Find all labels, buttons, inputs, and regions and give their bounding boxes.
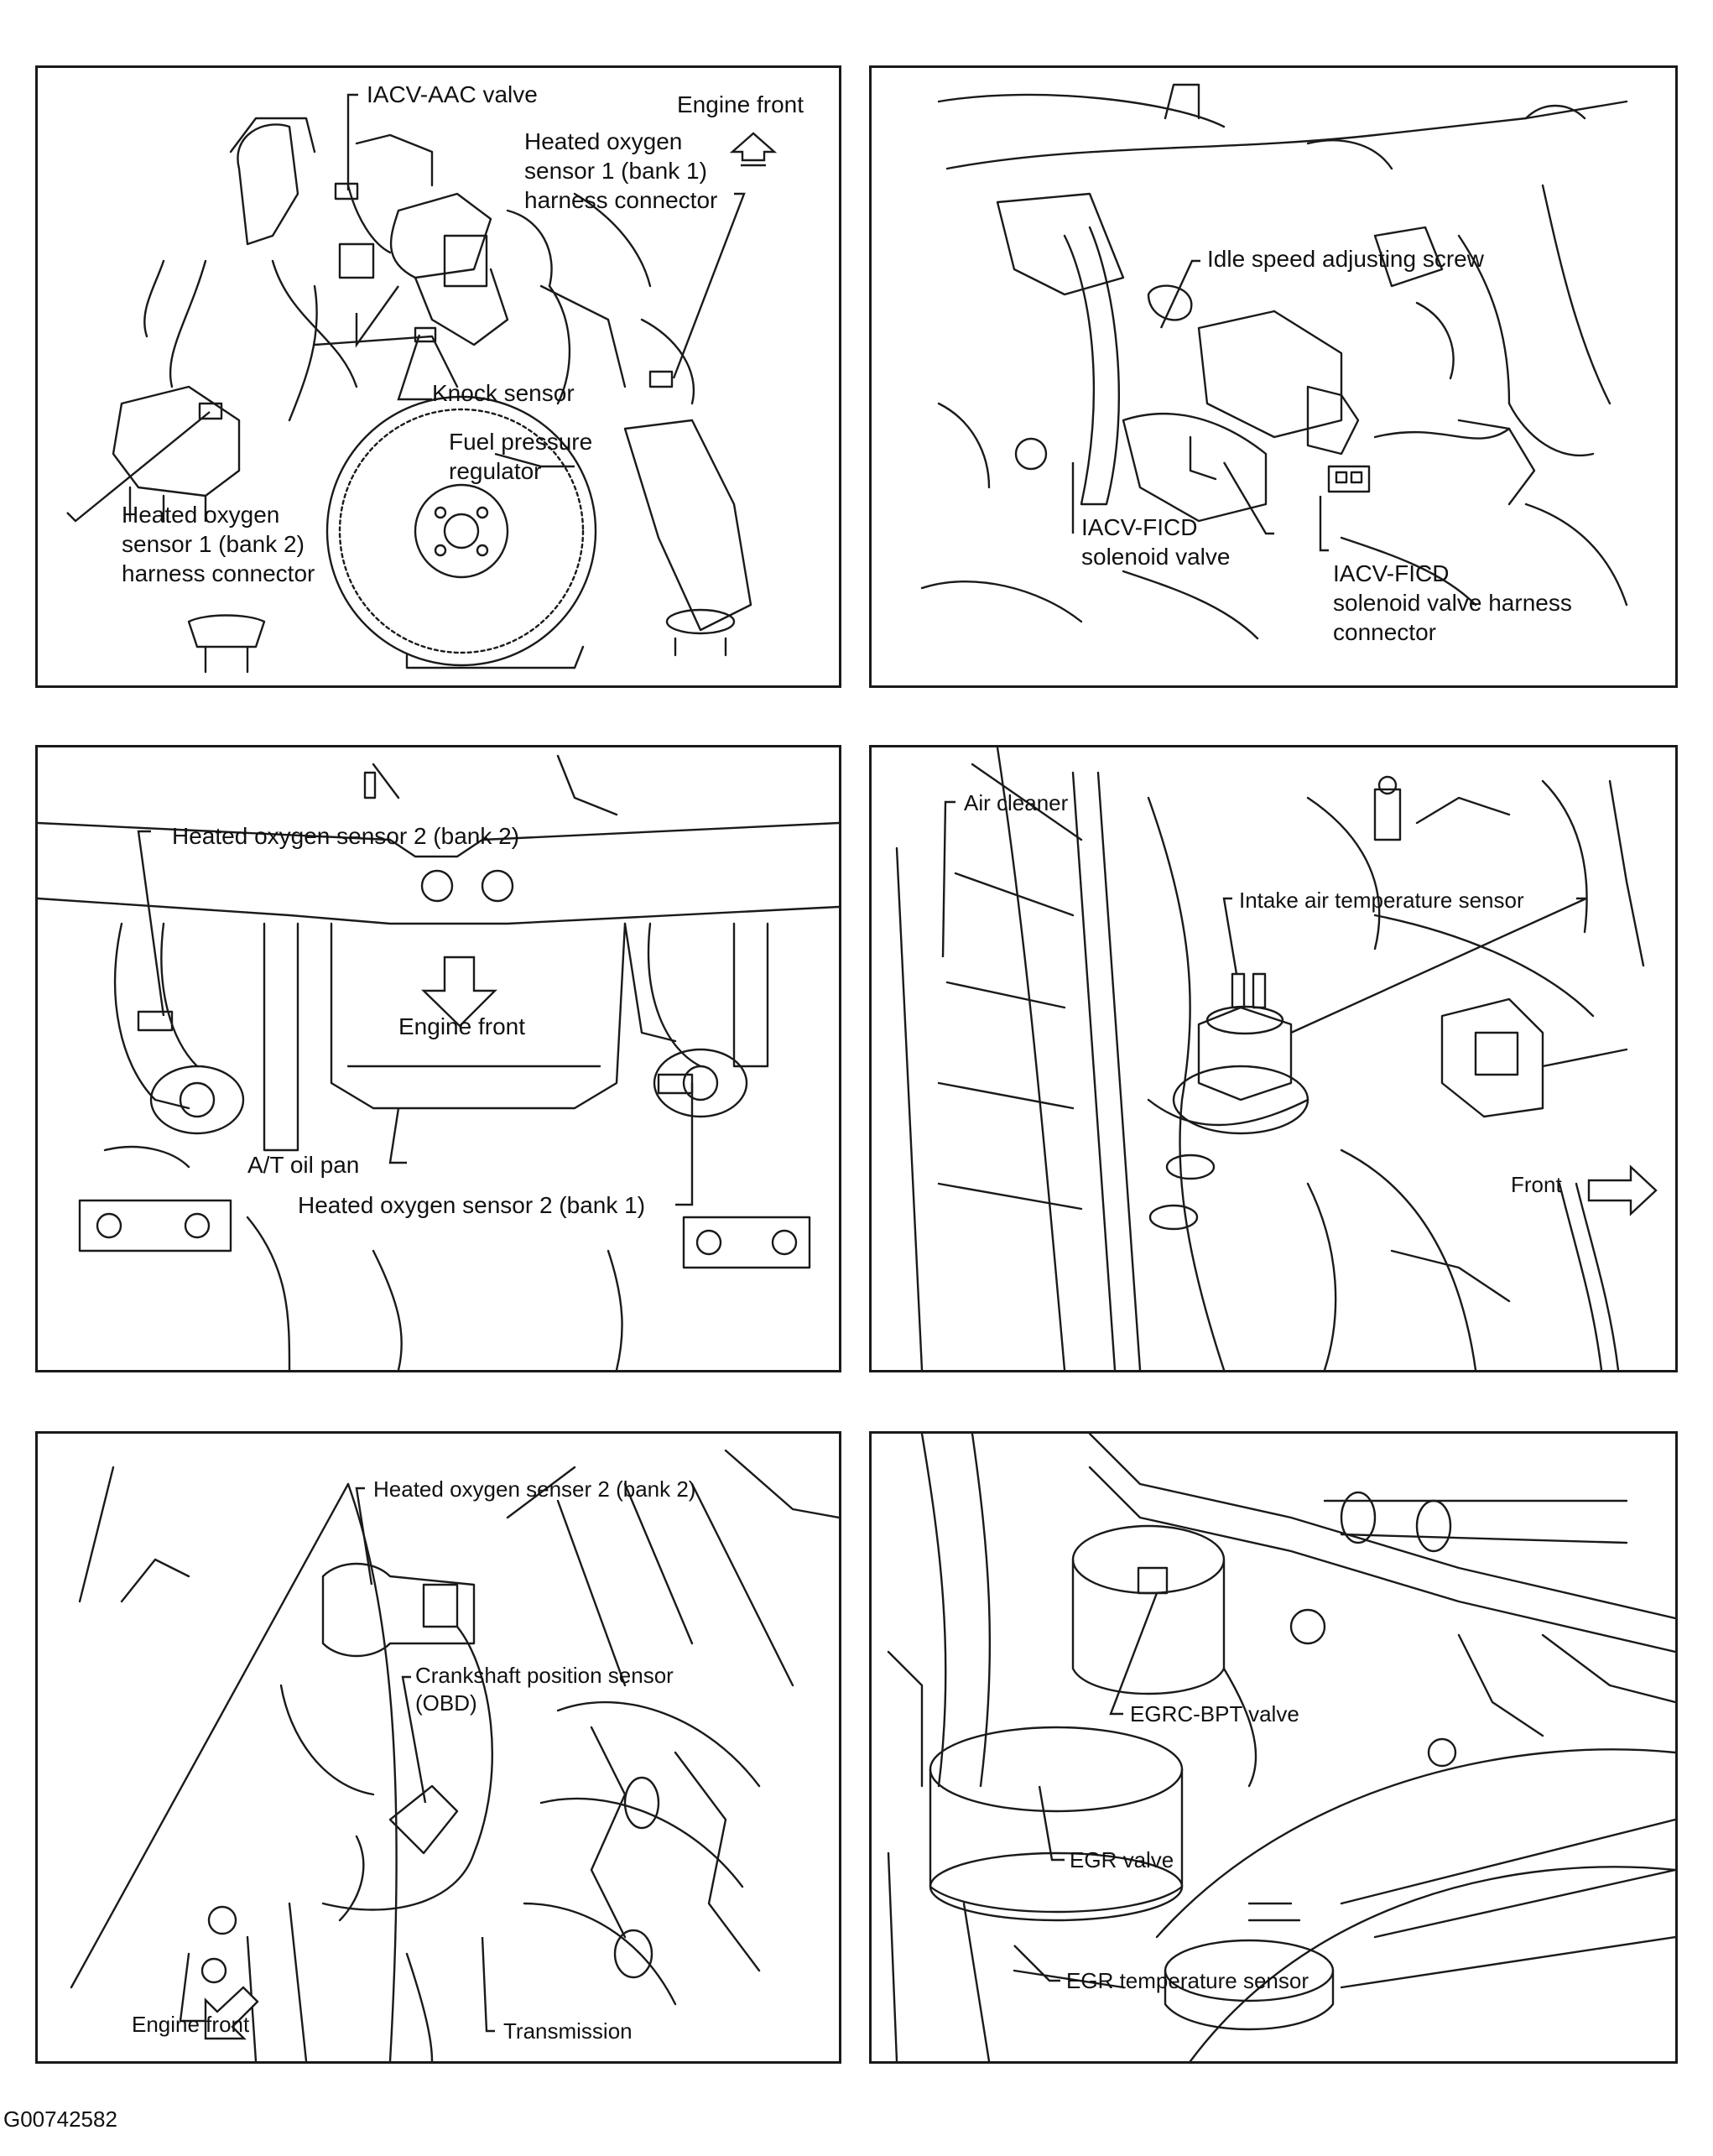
label-iacv-ficd-harness-connector: IACV-FICD solenoid valve harness connect… — [1333, 560, 1572, 645]
label-front: Front — [1511, 1172, 1562, 1197]
idle-area-illustration — [920, 83, 1628, 640]
label-idle-speed-adjusting-screw: Idle speed adjusting screw — [1207, 246, 1484, 272]
label-crankshaft-position-sensor: Crankshaft position sensor (OBD) — [415, 1663, 674, 1716]
label-egr-valve: EGR valve — [1070, 1847, 1174, 1872]
front-arrow — [1587, 1164, 1658, 1216]
label-at-oil-pan: A/T oil pan — [247, 1152, 360, 1178]
label-heated-oxygen-sensor1-bank1-connector: Heated oxygen sensor 1 (bank 1) harness … — [524, 128, 718, 213]
engine-top-illustration — [66, 93, 778, 674]
label-heated-oxygen-senser2-bank2: Heated oxygen senser 2 (bank 2) — [373, 1476, 696, 1502]
panel-transmission: Heated oxygen senser 2 (bank 2) Cranksha… — [35, 1431, 841, 2064]
label-engine-front: Engine front — [398, 1013, 525, 1039]
label-engine-front: Engine front — [677, 91, 804, 117]
label-heated-oxygen-sensor1-bank2-connector: Heated oxygen sensor 1 (bank 2) harness … — [122, 502, 315, 586]
egr-illustration — [887, 1434, 1675, 2061]
label-air-cleaner: Air cleaner — [964, 790, 1069, 815]
label-knock-sensor: Knock sensor — [432, 380, 575, 406]
label-heated-oxygen-sensor2-bank1: Heated oxygen sensor 2 (bank 1) — [298, 1192, 646, 1218]
engine-front-arrow — [729, 132, 778, 167]
panel-underbody: Heated oxygen sensor 2 (bank 2) Engine f… — [35, 745, 841, 1372]
label-iacv-ficd-solenoid-valve: IACV-FICD solenoid valve — [1081, 514, 1231, 570]
panel-idle-area: Idle speed adjusting screw IACV-FICD sol… — [869, 65, 1678, 688]
engine-front-arrow — [421, 956, 497, 1028]
transmission-illustration — [70, 1449, 839, 2061]
engine-front-arrow — [204, 1986, 259, 2040]
label-engine-front: Engine front — [132, 2012, 250, 2037]
label-egr-temperature-sensor: EGR temperature sensor — [1066, 1968, 1309, 1993]
label-iacv-aac-valve: IACV-AAC valve — [367, 81, 538, 107]
air-cleaner-illustration — [895, 747, 1658, 1370]
panel-engine-top: IACV-AAC valve Engine front Heated oxyge… — [35, 65, 841, 688]
underbody-illustration — [38, 754, 839, 1370]
label-fuel-pressure-regulator: Fuel pressure regulator — [449, 429, 593, 484]
panel-air-cleaner: Air cleaner Intake air temperature senso… — [869, 745, 1678, 1372]
label-heated-oxygen-sensor2-bank2: Heated oxygen sensor 2 (bank 2) — [172, 823, 520, 849]
label-egrc-bpt-valve: EGRC-BPT valve — [1130, 1701, 1299, 1726]
reference-code: G00742582 — [3, 2107, 117, 2132]
panel-egr: EGRC-BPT valve EGR valve EGR temperature… — [869, 1431, 1678, 2064]
label-intake-air-temperature-sensor: Intake air temperature sensor — [1239, 888, 1524, 913]
label-transmission: Transmission — [503, 2018, 633, 2044]
